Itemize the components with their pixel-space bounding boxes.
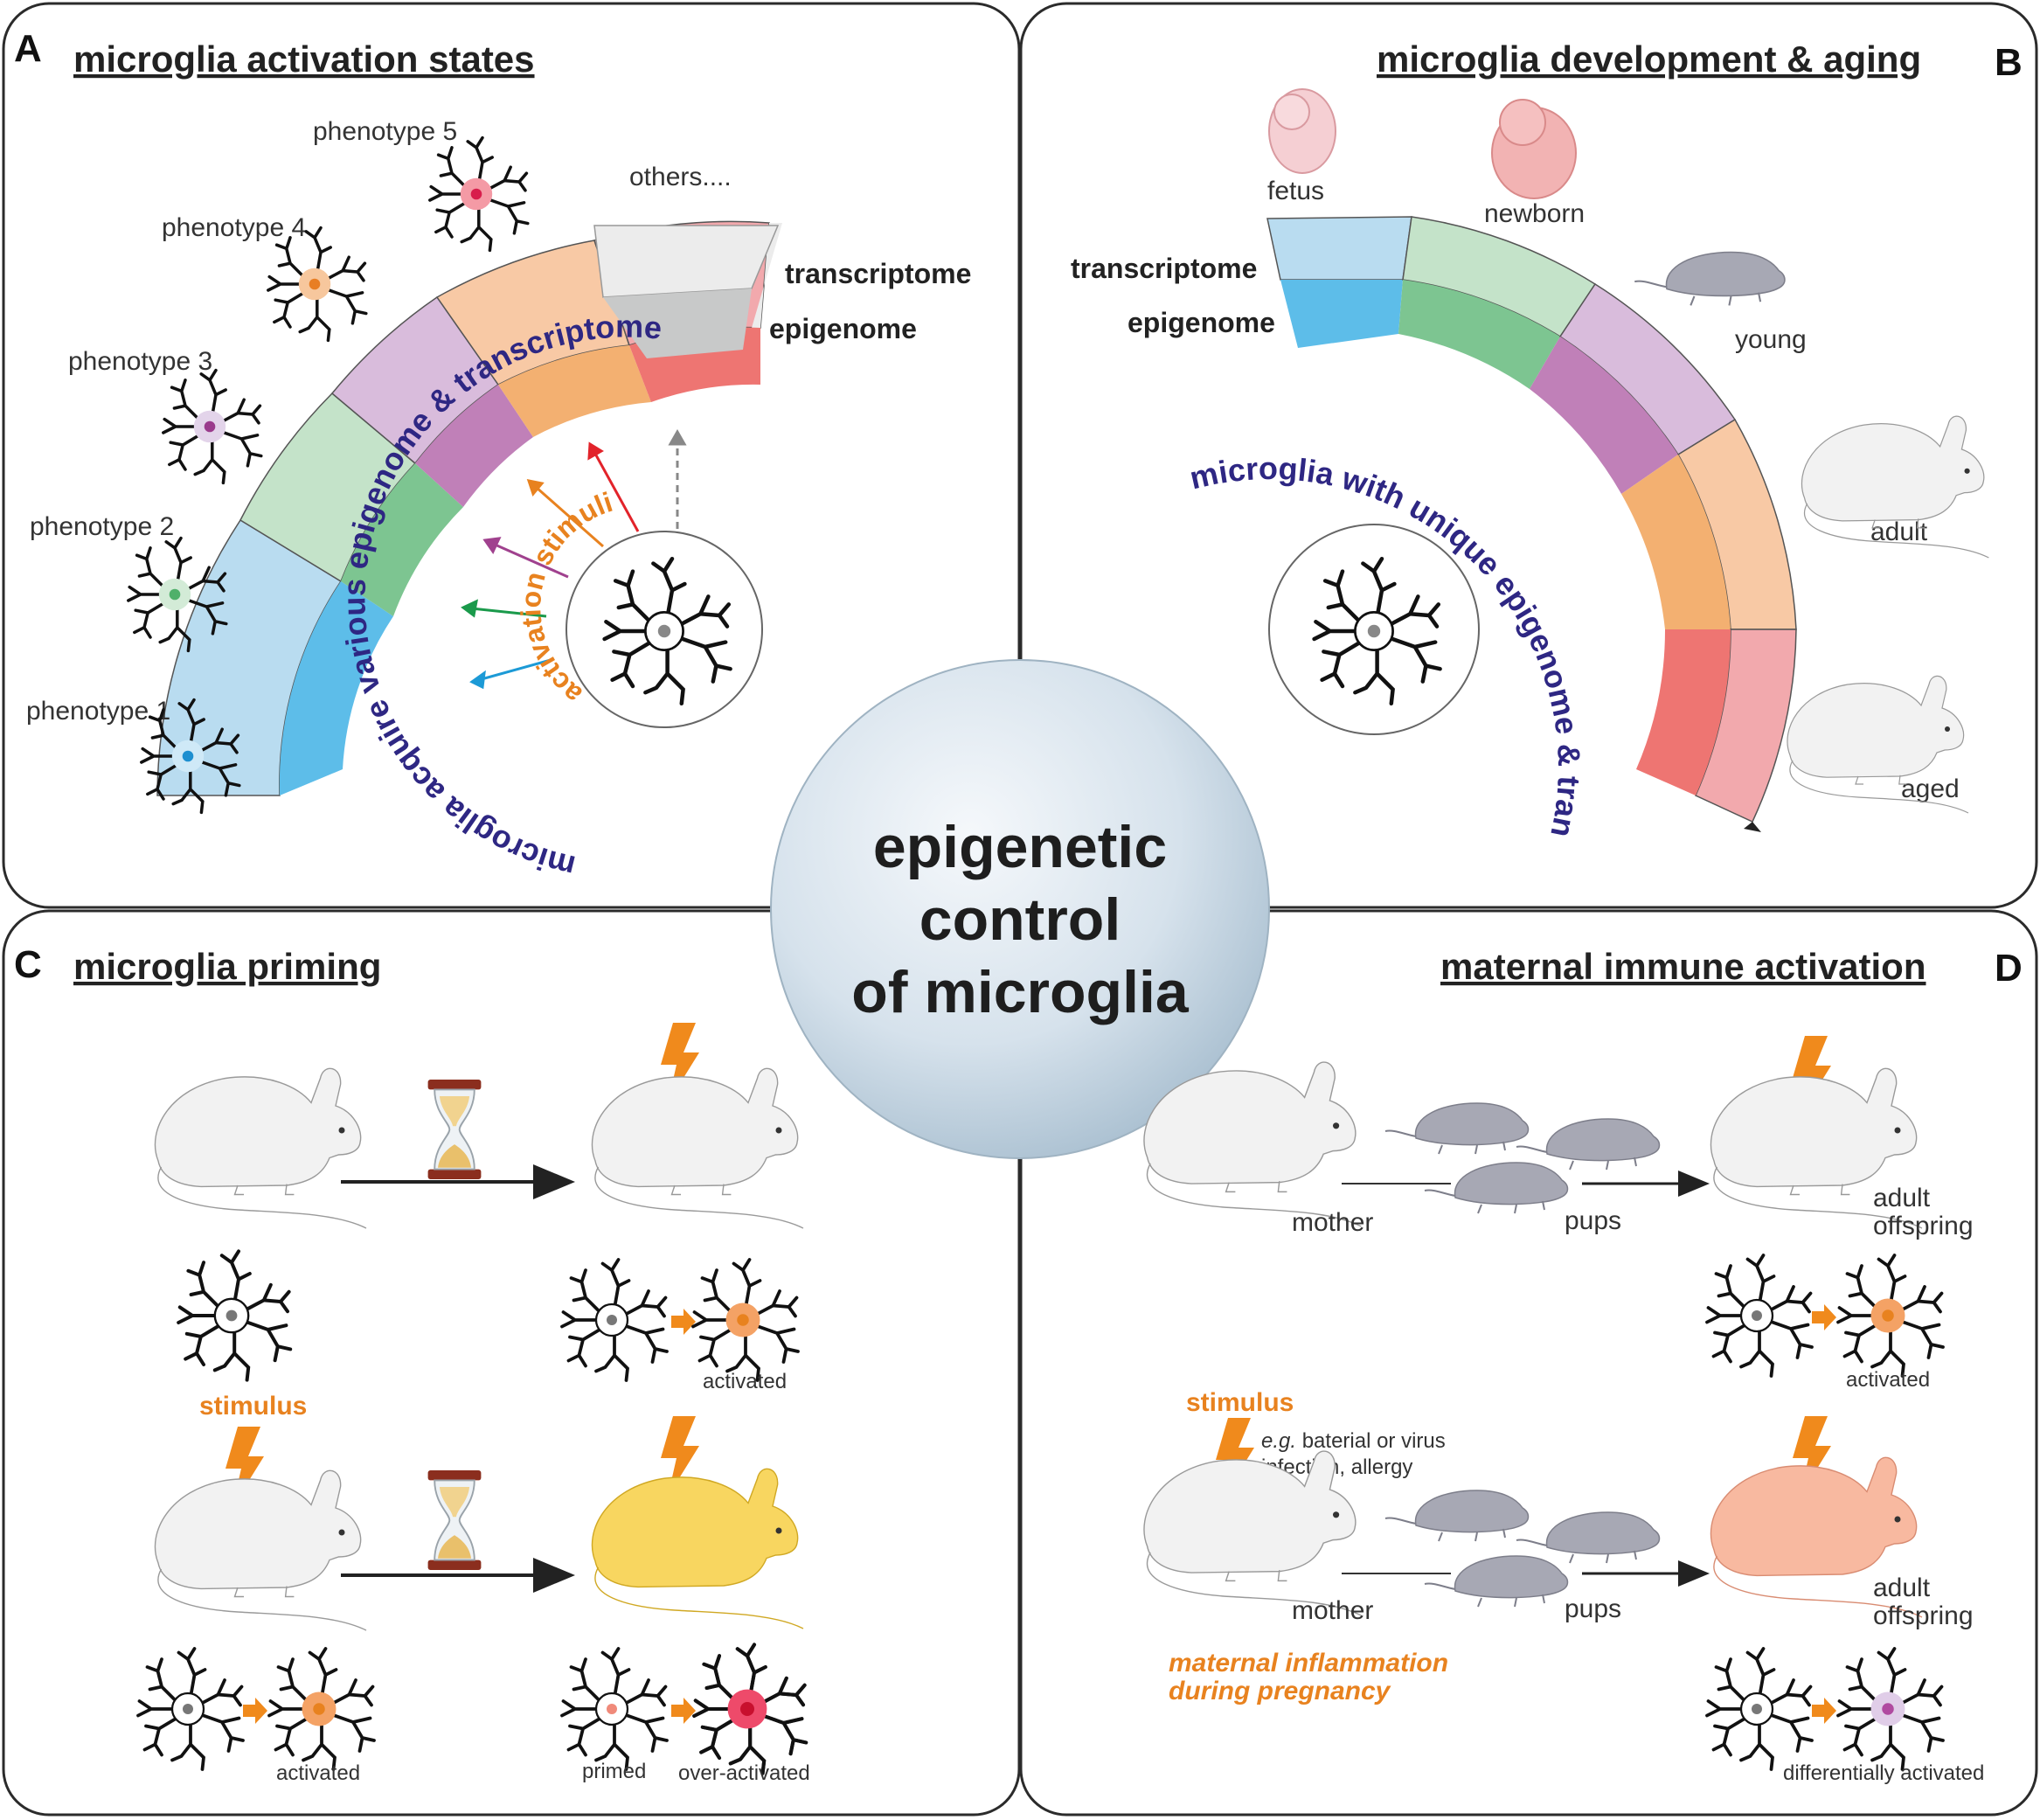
cell-d-differentially-activated [1836,1647,1945,1771]
panel-a-arrows [461,428,687,690]
cell-d-top-before [1705,1254,1814,1378]
panel-a-arc [156,220,782,796]
panel-b-arc [1266,216,1797,832]
label-c-over-activated: over-activated [678,1761,810,1785]
label-d-stimulus: stimulus [1186,1388,1294,1417]
stage-young: young [1735,325,1807,354]
label-d-offspring-top-1: adult [1873,1184,1931,1212]
label-d-infection-1-text: baterial or virus [1296,1429,1446,1453]
panel-b-title: microglia development & aging [1377,38,1921,80]
label-d-mother-bottom: mother [1292,1596,1373,1625]
cell-c-bottom-before [136,1647,245,1771]
cell-c-top-before [560,1258,669,1382]
label-c-bottom-activated: activated [276,1761,360,1785]
label-d-inflammation-1: maternal inflammation [1169,1649,1448,1678]
panel-a-epigenome: epigenome [769,313,917,344]
label-d-eg: e.g. [1261,1429,1296,1453]
panel-c-title: microglia priming [73,946,381,987]
arrow-c-bottom-right-activation [671,1698,696,1724]
phenotype-5-label: phenotype 5 [313,117,457,146]
mouse-c-primed-yellow [591,1468,804,1629]
cell-c-top-activated [691,1258,800,1382]
arrow-c-bottom-left-activation [243,1698,267,1724]
label-d-infection-1: e.g. baterial or virus [1261,1429,1446,1453]
label-d-offspring-bottom-2: offspring [1873,1601,1974,1630]
panel-a-transcriptome: transcriptome [785,258,971,289]
cell-c-bottom-activated [267,1647,376,1771]
label-d-differentially: differentially activated [1783,1761,1984,1785]
panel-a-others: others.... [629,163,732,191]
newborn-icon [1491,99,1577,199]
label-d-activated: activated [1846,1368,1930,1392]
cell-d-top-activated [1836,1254,1945,1378]
panel-a-center-cell [605,559,731,704]
cell-d-bottom-before [1705,1647,1814,1771]
panel-a-letter: A [14,27,42,70]
cell-c-over-activated [694,1644,806,1773]
phenotype-4-cell [267,226,368,343]
stage-fetus: fetus [1267,177,1324,205]
center-title-line1: epigenetic [873,814,1167,880]
panel-a-title: microglia activation states [73,38,535,80]
panel-d-letter: D [1995,947,2023,990]
phenotype-1-label: phenotype 1 [26,697,170,726]
arrow-c-top-activation [671,1309,696,1335]
panel-b-center-cell [1315,559,1440,704]
phenotype-3-cell [162,368,263,485]
arrow-d-top-activation [1812,1304,1836,1330]
panel-b-epigenome: epigenome [1128,307,1275,338]
phenotype-1-cell [140,698,241,815]
label-d-pups-bottom: pups [1565,1594,1621,1623]
center-title-line2: control [919,886,1121,953]
phenotype-5-cell [428,135,530,253]
panel-d-title: maternal immune activation [1440,946,1926,987]
arrow-d-bottom-activation [1812,1698,1836,1724]
label-d-pups-top: pups [1565,1206,1621,1235]
panel-c-letter: C [14,943,42,986]
panel-b-letter: B [1995,41,2023,84]
label-c-stimulus: stimulus [199,1392,307,1421]
label-c-top-activated: activated [703,1370,787,1393]
phenotype-3-label: phenotype 3 [68,347,212,376]
cell-c-top-resting [178,1251,290,1379]
stage-aged: aged [1901,775,1960,803]
label-c-primed: primed [582,1760,646,1783]
label-d-offspring-top-2: offspring [1873,1212,1974,1240]
mouse-d-offspring-bottom [1710,1456,1923,1618]
cell-c-primed [560,1647,669,1771]
stage-newborn: newborn [1484,199,1585,228]
label-d-offspring-bottom-1: adult [1873,1573,1931,1602]
phenotype-2-label: phenotype 2 [30,512,174,541]
panel-b-transcriptome: transcriptome [1071,253,1257,284]
label-d-inflammation-2: during pregnancy [1169,1677,1391,1705]
phenotype-2-cell [127,536,228,653]
phenotype-4-label: phenotype 4 [162,213,306,242]
fetus-icon [1268,88,1336,174]
center-title-line3: of microglia [851,959,1190,1025]
label-d-mother-top: mother [1292,1208,1373,1237]
center-sphere [770,659,1270,1159]
